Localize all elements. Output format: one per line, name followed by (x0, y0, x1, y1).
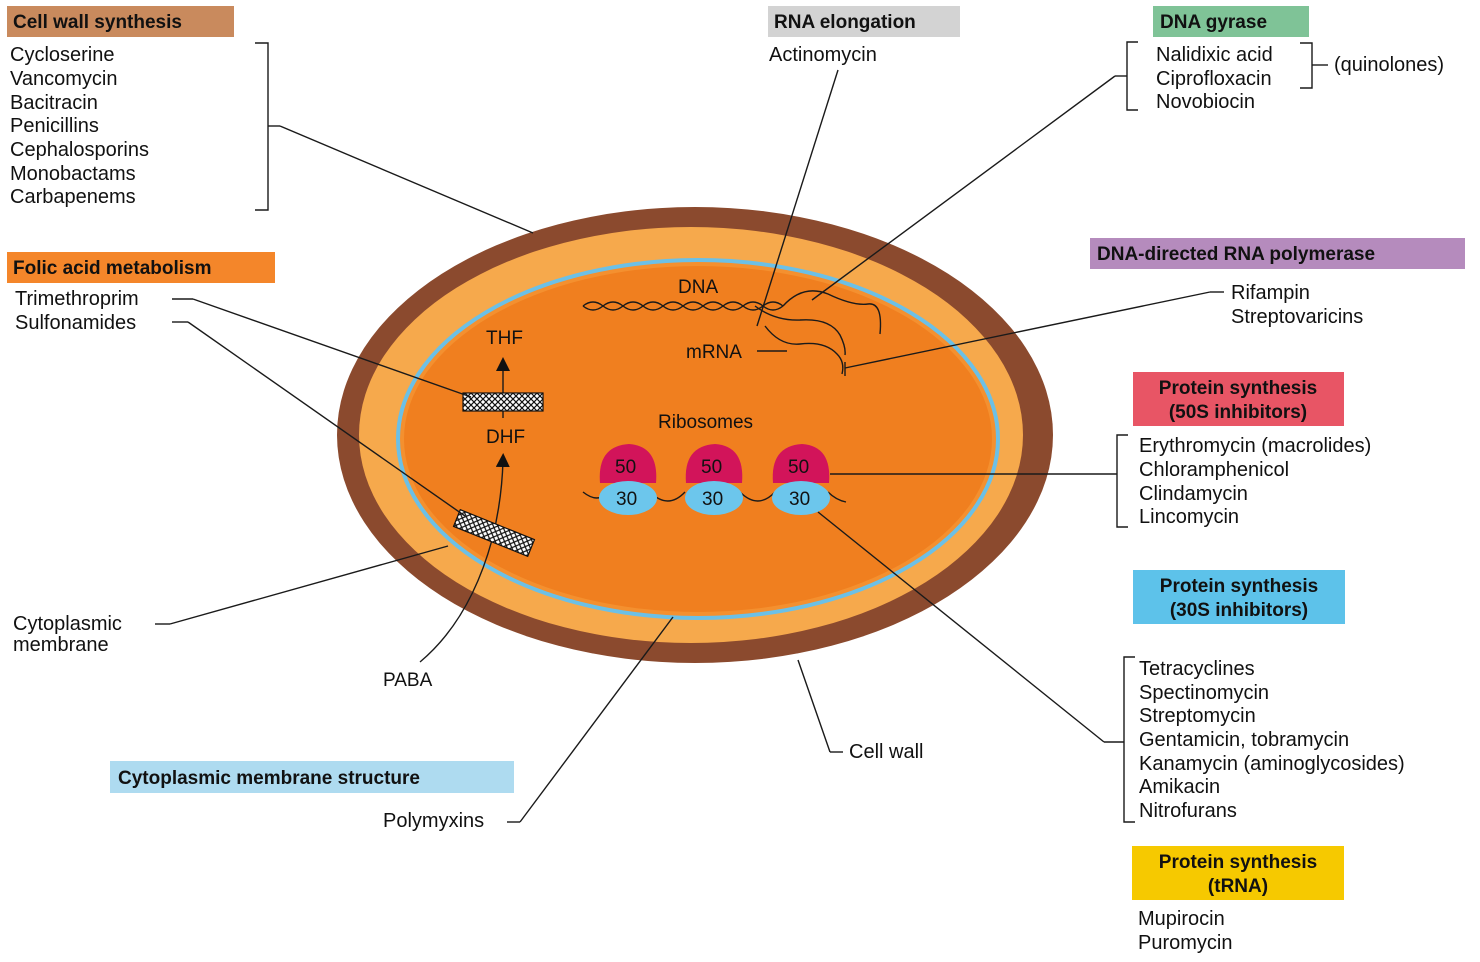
drug-item: Clindamycin (1139, 483, 1248, 505)
ribosome-1-30-label: 30 (616, 489, 637, 510)
svg-text:(tRNA): (tRNA) (1208, 876, 1268, 897)
drug-item: Carbapenems (10, 186, 136, 208)
protein-50s-drug-list: Erythromycin (macrolides) Chloramphenico… (1139, 435, 1371, 528)
drug-item: Bacitracin (10, 92, 98, 114)
drug-item: Nitrofurans (1139, 800, 1237, 822)
header-rna-elongation: RNA elongation (768, 6, 960, 37)
ribosome-3-30-label: 30 (789, 489, 810, 510)
folic-acid-drug-list: Trimethroprim Sulfonamides (15, 288, 139, 334)
ribosome-3: 50 30 (772, 444, 830, 515)
svg-text:Folic acid metabolism: Folic acid metabolism (13, 258, 212, 279)
cytoplasmic-membrane-label-2: membrane (13, 634, 109, 656)
header-rna-polymerase: DNA-directed RNA polymerase (1090, 238, 1465, 269)
trimethoprim-block (462, 392, 544, 412)
svg-text:DNA gyrase: DNA gyrase (1160, 12, 1267, 33)
dna-label: DNA (678, 277, 718, 298)
drug-item: Nalidixic acid (1156, 44, 1273, 66)
cell-wall-drug-list: Cycloserine Vancomycin Bacitracin Penici… (10, 44, 149, 208)
drug-item: Amikacin (1139, 776, 1220, 798)
dhf-label: DHF (486, 427, 525, 448)
dna-strand (582, 290, 882, 335)
drug-item: Rifampin (1231, 282, 1310, 304)
dna-gyrase-drug-list: Nalidixic acid Ciprofloxacin Novobiocin … (1156, 44, 1444, 113)
thf-label: THF (486, 328, 523, 349)
bacterial-cell (337, 207, 1053, 663)
svg-text:Protein synthesis: Protein synthesis (1159, 378, 1317, 399)
drug-item: Tetracyclines (1139, 658, 1255, 680)
svg-text:Protein synthesis: Protein synthesis (1160, 576, 1318, 597)
drug-item: Gentamicin, tobramycin (1139, 729, 1349, 751)
paba-label: PABA (383, 670, 433, 691)
drug-item: Spectinomycin (1139, 682, 1269, 704)
drug-item: Erythromycin (macrolides) (1139, 435, 1371, 457)
drug-item: Actinomycin (769, 44, 877, 66)
drug-item: Polymyxins (383, 810, 484, 832)
folate-pathway (419, 357, 544, 663)
header-membrane-structure: Cytoplasmic membrane structure (110, 761, 514, 793)
drug-item: Vancomycin (10, 68, 117, 90)
header-cell-wall-synthesis: Cell wall synthesis (7, 6, 234, 37)
svg-text:(30S inhibitors): (30S inhibitors) (1170, 600, 1308, 621)
drug-item: Cephalosporins (10, 139, 149, 161)
drug-item: Novobiocin (1156, 91, 1255, 113)
drug-item: Ciprofloxacin (1156, 68, 1272, 90)
drug-item: Sulfonamides (15, 312, 136, 334)
leader-lines (155, 41, 1328, 823)
drug-item: Monobactams (10, 163, 136, 185)
rna-polymerase-drug-list: Rifampin Streptovaricins (1231, 282, 1363, 328)
drug-item: Mupirocin (1138, 908, 1225, 930)
drug-item: Lincomycin (1139, 506, 1239, 528)
header-protein-30s: Protein synthesis (30S inhibitors) (1133, 570, 1345, 624)
sulfonamide-block (452, 508, 536, 558)
drug-item: Cycloserine (10, 44, 114, 66)
svg-text:DNA-directed RNA polymerase: DNA-directed RNA polymerase (1097, 244, 1375, 265)
svg-text:(50S inhibitors): (50S inhibitors) (1169, 402, 1307, 423)
header-folic-acid-metabolism: Folic acid metabolism (7, 252, 275, 283)
drug-item: Chloramphenicol (1139, 459, 1289, 481)
header-protein-50s: Protein synthesis (50S inhibitors) (1133, 372, 1344, 426)
drug-item: Streptomycin (1139, 705, 1256, 727)
drug-item: Kanamycin (aminoglycosides) (1139, 753, 1405, 775)
ribosome-2-50-label: 50 (701, 457, 722, 478)
ribosome-2: 50 30 (685, 444, 743, 515)
ribosome-1-50-label: 50 (615, 457, 636, 478)
cytoplasmic-membrane-label-1: Cytoplasmic (13, 613, 122, 635)
svg-text:Cytoplasmic membrane structure: Cytoplasmic membrane structure (118, 768, 420, 789)
ribosome-2-30-label: 30 (702, 489, 723, 510)
mrna-strands (754, 305, 846, 375)
ribosome-1: 50 30 (599, 444, 657, 515)
svg-text:RNA elongation: RNA elongation (774, 12, 916, 33)
quinolones-note: (quinolones) (1334, 54, 1444, 76)
drug-item: Penicillins (10, 115, 99, 137)
header-dna-gyrase: DNA gyrase (1153, 6, 1309, 37)
drug-item: Puromycin (1138, 932, 1232, 954)
drug-item: Streptovaricins (1231, 306, 1363, 328)
protein-trna-drug-list: Mupirocin Puromycin (1138, 908, 1232, 954)
drug-item: Trimethroprim (15, 288, 139, 310)
cell-wall-label: Cell wall (849, 741, 923, 763)
svg-text:Protein synthesis: Protein synthesis (1159, 852, 1317, 873)
protein-30s-drug-list: Tetracyclines Spectinomycin Streptomycin… (1139, 658, 1405, 822)
ribosomes-label: Ribosomes (658, 412, 753, 433)
mrna-label: mRNA (686, 342, 742, 363)
svg-text:Cell wall synthesis: Cell wall synthesis (13, 12, 182, 33)
header-protein-trna: Protein synthesis (tRNA) (1132, 846, 1344, 900)
ribosome-3-50-label: 50 (788, 457, 809, 478)
mrna-backbone (582, 491, 847, 503)
